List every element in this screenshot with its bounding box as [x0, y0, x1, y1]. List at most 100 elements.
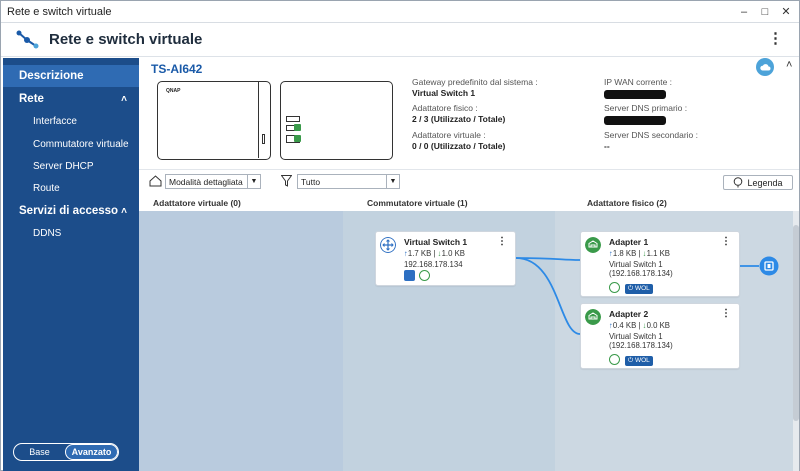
switch-icon: [380, 237, 396, 253]
gateway-info: Gateway predefinito dal sistema : Virtua…: [412, 77, 538, 99]
download-value: 0.0 KB: [646, 321, 670, 330]
card-menu-icon[interactable]: ⋮: [497, 236, 507, 247]
view-mode-icon: [149, 175, 162, 187]
sidebar-item-label: DDNS: [33, 227, 62, 239]
filter-select[interactable]: Tutto ▼: [297, 174, 400, 189]
upload-icon: ↑: [609, 321, 613, 330]
cloud-icon: [756, 58, 774, 76]
wol-badge: ⏻ WOL: [625, 284, 653, 294]
app-header: Rete e switch virtuale ⋮: [1, 23, 799, 57]
adapter-1-card[interactable]: Adapter 1 ⋮ ↑1.8 KB | ↓1.1 KB Virtual Sw…: [580, 231, 740, 297]
internet-port-icon[interactable]: [759, 256, 779, 276]
window-title: Rete e switch virtuale: [7, 5, 112, 18]
virt-adapter-info: Adattatore virtuale : 0 / 0 (Utilizzato …: [412, 130, 505, 152]
sidebar-item-server-dhcp[interactable]: Server DHCP: [3, 158, 139, 174]
phys-adapter-info: Adattatore fisico : 2 / 3 (Utilizzato / …: [412, 103, 505, 125]
globe-icon: [609, 354, 620, 365]
col-switch-header: Commutatore virtuale (1): [367, 198, 468, 208]
wol-label: WOL: [634, 285, 650, 292]
wan-ip-redacted: [604, 90, 666, 99]
virtual-adapter-column: [139, 211, 343, 471]
virt-adapter-value: 0 / 0 (Utilizzato / Totale): [412, 141, 506, 151]
virtual-switch-name: Virtual Switch 1: [404, 237, 468, 247]
sidebar-item-label: Server DHCP: [33, 160, 94, 172]
adapter-1-ip: (192.168.178.134): [609, 269, 673, 278]
dns-secondary-value: --: [604, 141, 610, 151]
mode-advanced-option[interactable]: Avanzato: [65, 444, 118, 460]
sidebar-item-rete[interactable]: Rete ˄: [3, 90, 139, 108]
sidebar-item-descrizione[interactable]: Descrizione: [3, 65, 139, 87]
dns-primary-redacted: [604, 116, 666, 125]
adapter-2-traffic: ↑0.4 KB | ↓0.0 KB: [609, 321, 670, 330]
adapter-1-traffic: ↑1.8 KB | ↓1.1 KB: [609, 249, 670, 258]
gateway-value: Virtual Switch 1: [412, 88, 476, 98]
sidebar-item-route[interactable]: Route: [3, 180, 139, 196]
globe-icon: [419, 270, 430, 281]
scrollbar-thumb[interactable]: [793, 225, 799, 421]
topology-diagram: Virtual Switch 1 ⋮ ↑1.7 KB | ↓1.0 KB 192…: [139, 211, 799, 471]
wol-label: WOL: [634, 357, 650, 364]
app-title: Rete e switch virtuale: [49, 31, 203, 48]
dropdown-arrow-icon: ▼: [247, 175, 260, 188]
card-menu-icon[interactable]: ⋮: [721, 308, 731, 319]
download-icon: ↓: [642, 249, 647, 258]
sidebar-item-interfacce[interactable]: Interfacce: [3, 113, 139, 129]
sidebar-item-label: Route: [33, 182, 60, 194]
phys-adapter-value: 2 / 3 (Utilizzato / Totale): [412, 114, 506, 124]
mode-base-option[interactable]: Base: [29, 447, 50, 457]
view-mode-value: Modalità dettagliata: [169, 176, 243, 187]
lightbulb-icon: [734, 177, 743, 188]
download-icon: ↓: [642, 321, 647, 330]
dns-primary-label: Server DNS primario :: [604, 103, 688, 113]
adapter-1-name: Adapter 1: [609, 237, 649, 247]
col-virtual-header: Adattatore virtuale (0): [153, 198, 241, 208]
main-content: TS-AI642 ˄ QNAP Gateway predefinito dal …: [139, 58, 799, 471]
network-app-icon: [16, 30, 39, 48]
more-menu-icon[interactable]: ⋮: [768, 30, 783, 47]
view-mode-select[interactable]: Modalità dettagliata ▼: [165, 174, 261, 189]
adapter-icon: [585, 237, 601, 253]
nas-front-image: QNAP: [157, 81, 271, 160]
sidebar-item-ddns[interactable]: DDNS: [3, 225, 139, 241]
mode-switch[interactable]: Base Avanzato: [13, 443, 119, 461]
minimize-button[interactable]: –: [740, 5, 748, 18]
filter-value: Tutto: [301, 176, 321, 187]
wan-ip-label: IP WAN corrente :: [604, 77, 673, 87]
virt-adapter-label: Adattatore virtuale :: [412, 130, 486, 140]
upload-icon: ↑: [404, 249, 408, 258]
chevron-up-icon: ˄: [121, 205, 127, 217]
dropdown-arrow-icon: ▼: [386, 175, 399, 188]
upload-icon: ↑: [609, 249, 613, 258]
globe-icon: [609, 282, 620, 293]
wan-ip-info: IP WAN corrente :: [604, 77, 672, 102]
filter-icon: [281, 175, 292, 187]
sidebar-item-label: Interfacce: [33, 115, 77, 127]
sidebar-item-commutatore-virtuale[interactable]: Commutatore virtuale: [3, 136, 139, 152]
sidebar-item-label: Commutatore virtuale: [33, 138, 129, 150]
collapse-chevron-icon[interactable]: ˄: [786, 59, 793, 71]
chevron-up-icon: ˄: [121, 93, 127, 105]
dns-secondary-label: Server DNS secondario :: [604, 130, 699, 140]
sidebar-item-servizi-di-accesso[interactable]: Servizi di accesso˄: [3, 202, 139, 220]
maximize-button[interactable]: □: [761, 5, 769, 18]
legend-button[interactable]: Legenda: [723, 175, 793, 190]
connection-lines: [515, 257, 759, 335]
virtual-switch-ip: 192.168.178.134: [404, 260, 463, 269]
sidebar: Descrizione Rete ˄ Interfacce Commutatore…: [3, 58, 139, 471]
adapter-2-card[interactable]: Adapter 2 ⋮ ↑0.4 KB | ↓0.0 KB Virtual Sw…: [580, 303, 740, 369]
column-headers: Adattatore virtuale (0) Commutatore virt…: [139, 194, 799, 211]
col-physical-header: Adattatore fisico (2): [587, 198, 667, 208]
sidebar-item-label: Descrizione: [19, 70, 84, 82]
adapter-2-ip: (192.168.178.134): [609, 341, 673, 350]
adapter-2-name: Adapter 2: [609, 309, 649, 319]
card-menu-icon[interactable]: ⋮: [721, 236, 731, 247]
close-button[interactable]: ✕: [781, 6, 791, 18]
sidebar-item-label: Rete: [19, 93, 44, 105]
download-value: 1.1 KB: [646, 249, 670, 258]
sidebar-item-label: Servizi di accesso: [19, 205, 119, 217]
virtual-switch-card[interactable]: Virtual Switch 1 ⋮ ↑1.7 KB | ↓1.0 KB 192…: [375, 231, 516, 286]
gateway-label: Gateway predefinito dal sistema :: [412, 77, 538, 87]
adapter-1-switch: Virtual Switch 1: [609, 260, 663, 269]
device-name: TS-AI642: [151, 62, 203, 76]
